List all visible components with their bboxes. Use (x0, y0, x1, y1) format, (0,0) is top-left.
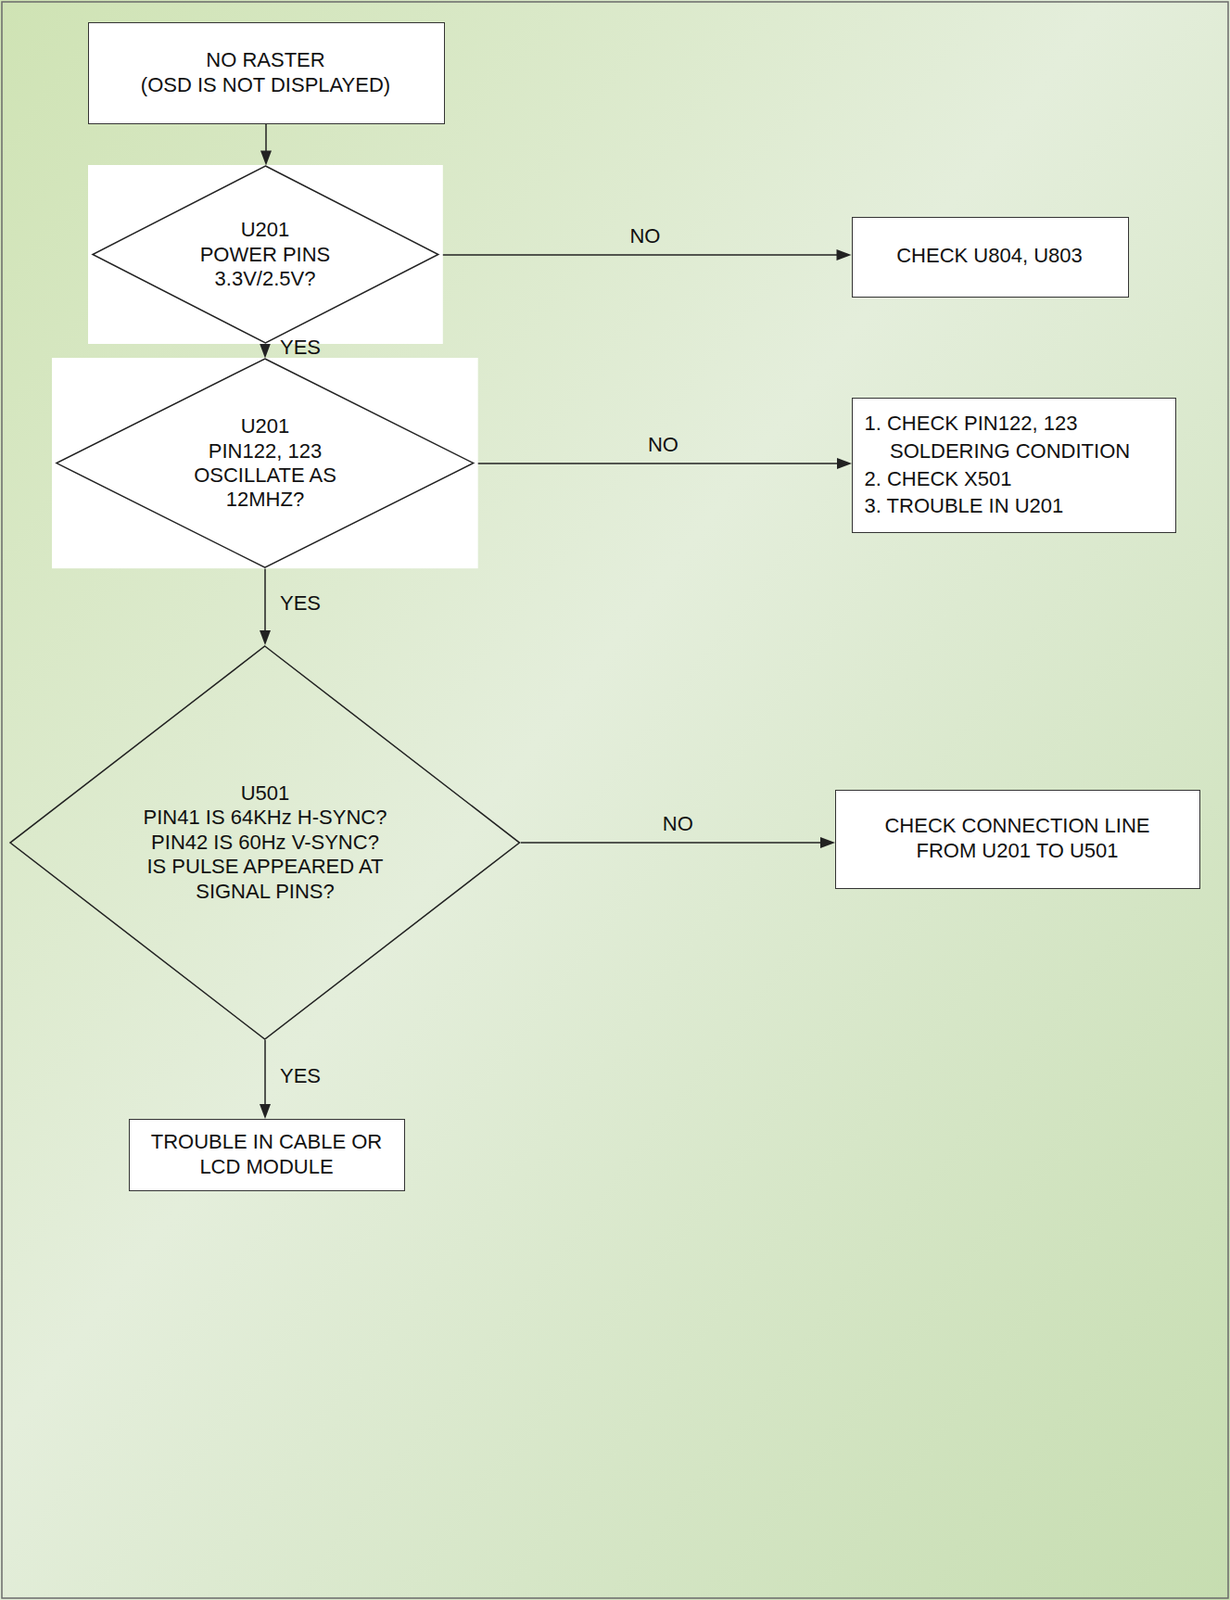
diamond-shape (56, 358, 474, 568)
white-panel (88, 164, 444, 344)
node-text: 1. CHECK PIN122, 123 SOLDERING CONDITION (864, 409, 1164, 465)
end-box: TROUBLE IN CABLE OR LCD MODULE (128, 1118, 406, 1192)
arrowhead (820, 836, 836, 849)
action-box: CHECK U804, U803 (851, 216, 1129, 298)
arrowhead (259, 342, 271, 358)
action-box: 1. CHECK PIN122, 123 SOLDERING CONDITION… (851, 397, 1177, 533)
part-heading: U201 (177, 414, 354, 439)
diamond-shape (92, 165, 439, 343)
node-content: CHECK CONNECTION LINE FROM U201 TO U501 (855, 813, 1180, 863)
connector-line (264, 569, 267, 633)
node-content: TROUBLE IN CABLE OR LCD MODULE (145, 1129, 389, 1180)
node-content: 1. CHECK PIN122, 123 SOLDERING CONDITION… (864, 409, 1164, 520)
connector-line (520, 841, 823, 844)
connector-line (265, 124, 267, 153)
flow-arrow (259, 342, 271, 358)
node-text: NO RASTER (108, 48, 424, 73)
node-content: U201POWER PINS 3.3V/2.5V? (186, 217, 344, 292)
node-text: (OSD IS NOT DISPLAYED) (108, 73, 424, 98)
connector-line (438, 253, 838, 256)
branch-label: YES (279, 593, 321, 614)
arrowhead (259, 630, 271, 646)
diamond-shape (10, 646, 520, 1040)
node-text: IS PULSE APPEARED AT SIGNAL PINS? (107, 854, 423, 904)
branch-label: YES (279, 337, 321, 358)
flow-arrow (520, 836, 836, 849)
node-content: U201PIN122, 123 OSCILLATE AS 12MHZ? (177, 414, 354, 513)
branch-label: YES (279, 1065, 321, 1087)
part-heading: U501 (107, 781, 423, 806)
arrowhead (836, 249, 852, 261)
arrowhead (260, 150, 272, 165)
node-text: PIN41 IS 64KHz H-SYNC? (107, 805, 423, 830)
node-text: POWER PINS 3.3V/2.5V? (186, 242, 344, 292)
node-content: CHECK U804, U803 (864, 243, 1116, 268)
action-box: CHECK CONNECTION LINE FROM U201 TO U501 (835, 789, 1201, 889)
branch-label: NO (629, 226, 660, 247)
node-text: CHECK CONNECTION LINE FROM U201 TO U501 (855, 813, 1180, 863)
node-text: TROUBLE IN CABLE OR LCD MODULE (145, 1129, 389, 1180)
decision-diamond: U201POWER PINS 3.3V/2.5V? (91, 164, 440, 344)
connector-line (474, 462, 839, 465)
start-box: NO RASTER(OSD IS NOT DISPLAYED) (88, 22, 445, 125)
node-text: CHECK U804, U803 (864, 243, 1116, 268)
flow-arrow (438, 249, 851, 261)
node-text: PIN42 IS 60Hz V-SYNC? (107, 830, 423, 855)
flow-arrow (474, 457, 852, 470)
decision-diamond: U201PIN122, 123 OSCILLATE AS 12MHZ? (55, 357, 475, 569)
node-text: 2. CHECK X501 (864, 465, 1164, 494)
flow-arrow (260, 124, 272, 165)
connector-line (264, 1039, 267, 1106)
part-heading: U201 (186, 217, 344, 242)
flow-arrow (259, 1039, 271, 1119)
node-content: NO RASTER(OSD IS NOT DISPLAYED) (108, 48, 424, 98)
node-text: 3. TROUBLE IN U201 (864, 492, 1164, 520)
node-content: U501PIN41 IS 64KHz H-SYNC?PIN42 IS 60Hz … (107, 781, 423, 904)
flow-arrow (259, 569, 271, 646)
node-text: PIN122, 123 OSCILLATE AS 12MHZ? (177, 439, 354, 513)
branch-label: NO (662, 813, 694, 835)
arrowhead (259, 1103, 271, 1119)
branch-label: NO (647, 434, 679, 456)
decision-diamond: U501PIN41 IS 64KHz H-SYNC?PIN42 IS 60Hz … (9, 645, 520, 1040)
arrowhead (836, 457, 852, 470)
white-panel (51, 357, 479, 569)
